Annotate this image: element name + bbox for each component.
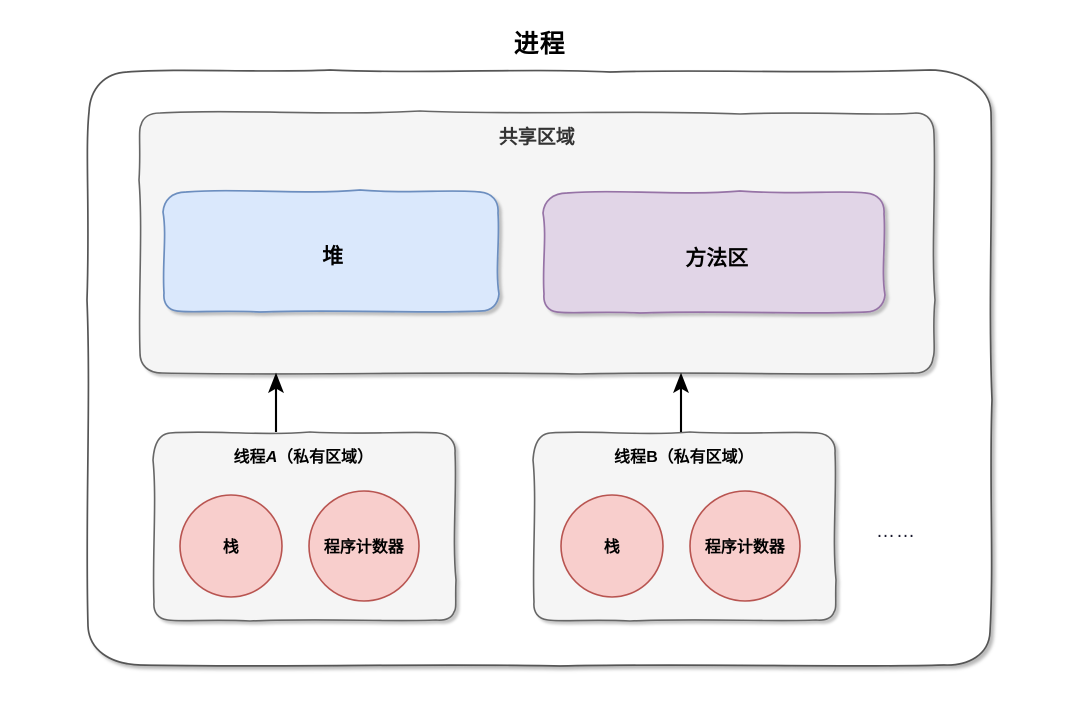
heap-label: 堆: [322, 245, 344, 268]
thread-a-pc-label: 程序计数器: [323, 539, 404, 556]
thread-a-stack-label: 栈: [222, 539, 239, 556]
more-threads-ellipsis: ……: [876, 521, 916, 542]
thread-a-suffix: （私有区域）: [277, 449, 374, 466]
heap-block: [162, 189, 500, 313]
thread-a-box: [152, 431, 457, 622]
page-title: 进程: [513, 30, 566, 58]
method-area-label: 方法区: [685, 247, 749, 270]
thread-b-suffix: （私有区域）: [657, 449, 754, 466]
thread-b-stack-circle: [560, 494, 664, 598]
thread-b-pc-circle: [689, 490, 801, 602]
shared-region-label: 共享区域: [498, 127, 575, 148]
thread-a-stack-circle: [179, 494, 283, 598]
thread-a-prefix: 线程: [233, 449, 266, 466]
thread-a-label: 线程A（私有区域）: [152, 450, 455, 466]
thread-b-label: 线程B（私有区域）: [533, 450, 835, 466]
thread-b-pc-label: 程序计数器: [704, 539, 785, 556]
thread-a-letter: A: [265, 449, 278, 466]
thread-a-pc-circle: [308, 490, 420, 602]
arrow-thread-b-to-shared: [673, 372, 689, 432]
thread-b-letter: B: [646, 449, 658, 466]
thread-b-prefix: 线程: [614, 449, 647, 466]
thread-b-box: [532, 431, 837, 622]
arrow-thread-a-to-shared: [268, 372, 284, 432]
thread-b-stack-label: 栈: [603, 539, 620, 556]
method-area-block: [542, 190, 886, 314]
